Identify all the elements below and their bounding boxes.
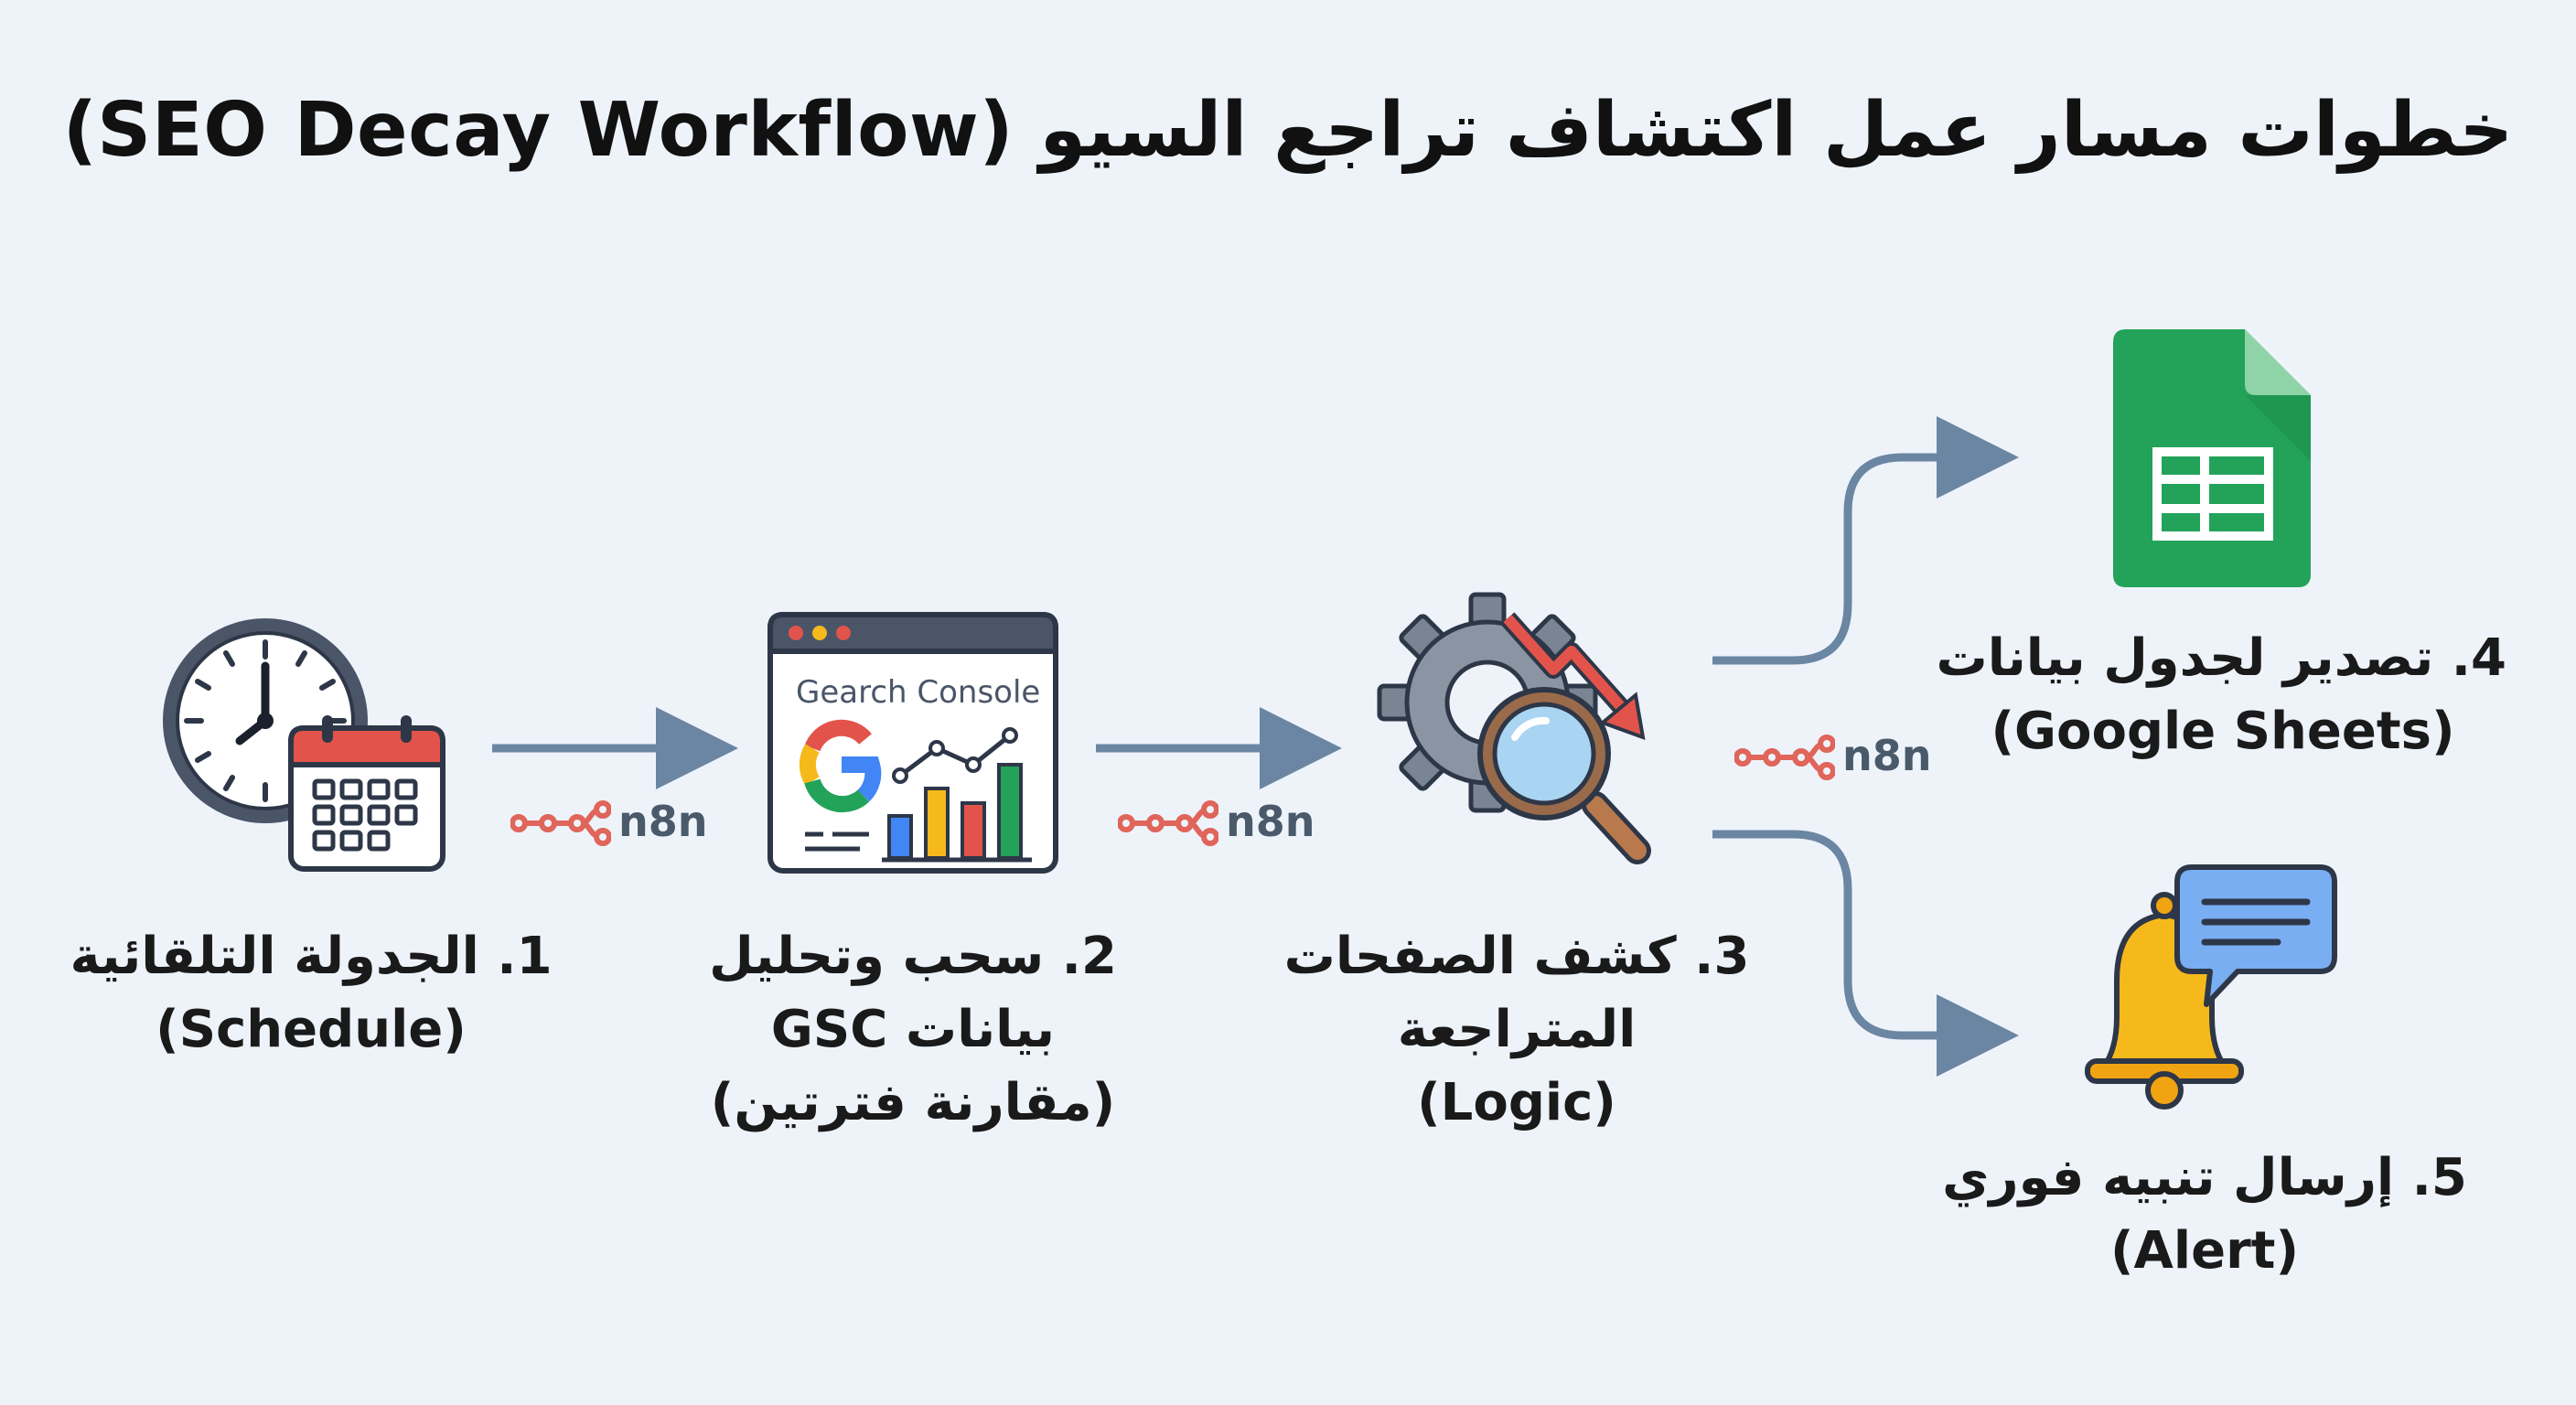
step-4-subtitle: (Google Sheets) <box>1991 702 2455 761</box>
step-2-label: 2. سحب وتحليل بيانات GSC (مقارنة فترتين) <box>657 920 1169 1140</box>
google-sheets-icon <box>2113 329 2311 587</box>
step-2-subtitle: بيانات GSC <box>770 1000 1056 1059</box>
page-title: خطوات مسار عمل اكتشاف تراجع السيو (SEO D… <box>62 87 2514 174</box>
n8n-connector-2: n8n <box>1120 797 1315 846</box>
step-5-label: 5. إرسال تنبيه فوري (Alert) <box>1939 1142 2470 1288</box>
n8n-label: n8n <box>1842 731 1932 780</box>
step-5-subtitle: (Alert) <box>2109 1221 2300 1281</box>
n8n-label: n8n <box>618 797 708 846</box>
bell-message-icon <box>2085 864 2337 1110</box>
search-console-browser-icon: Gearch Console <box>767 612 1058 874</box>
step-4-label: 4. تصدير لجدول بيانات (Google Sheets) <box>1936 622 2506 768</box>
arrow-3-to-5 <box>1712 830 2019 1077</box>
window-text: Gearch Console <box>796 674 1040 711</box>
gear-magnifier-decline-icon <box>1377 592 1651 864</box>
step-3-label: 3. كشف الصفحات المتراجعة (Logic) <box>1261 920 1773 1140</box>
n8n-logo-icon <box>512 803 609 843</box>
step-5-title: 5. إرسال تنبيه فوري <box>1942 1148 2467 1207</box>
arrow-3-to-4 <box>1712 416 2019 665</box>
step-3-subtitle: المتراجعة <box>1397 1000 1637 1059</box>
clock-calendar-icon <box>163 618 445 872</box>
n8n-label: n8n <box>1226 797 1315 846</box>
n8n-connector-3: n8n <box>1736 731 1932 780</box>
n8n-logo-icon <box>1736 737 1833 778</box>
step-2-note: (مقارنة فترتين) <box>710 1073 1116 1132</box>
n8n-connector-1: n8n <box>512 797 708 846</box>
step-2-title: 2. سحب وتحليل <box>709 927 1117 986</box>
step-1-label: 1. الجدولة التلقائية (Schedule) <box>55 920 567 1067</box>
google-g-icon <box>799 719 882 813</box>
step-1-title: 1. الجدولة التلقائية <box>70 927 553 986</box>
step-3-note: (Logic) <box>1417 1073 1616 1132</box>
step-4-title: 4. تصدير لجدول بيانات <box>1936 628 2506 688</box>
step-1-subtitle: (Schedule) <box>156 1000 467 1059</box>
step-3-title: 3. كشف الصفحات <box>1283 927 1750 986</box>
n8n-logo-icon <box>1120 803 1217 843</box>
